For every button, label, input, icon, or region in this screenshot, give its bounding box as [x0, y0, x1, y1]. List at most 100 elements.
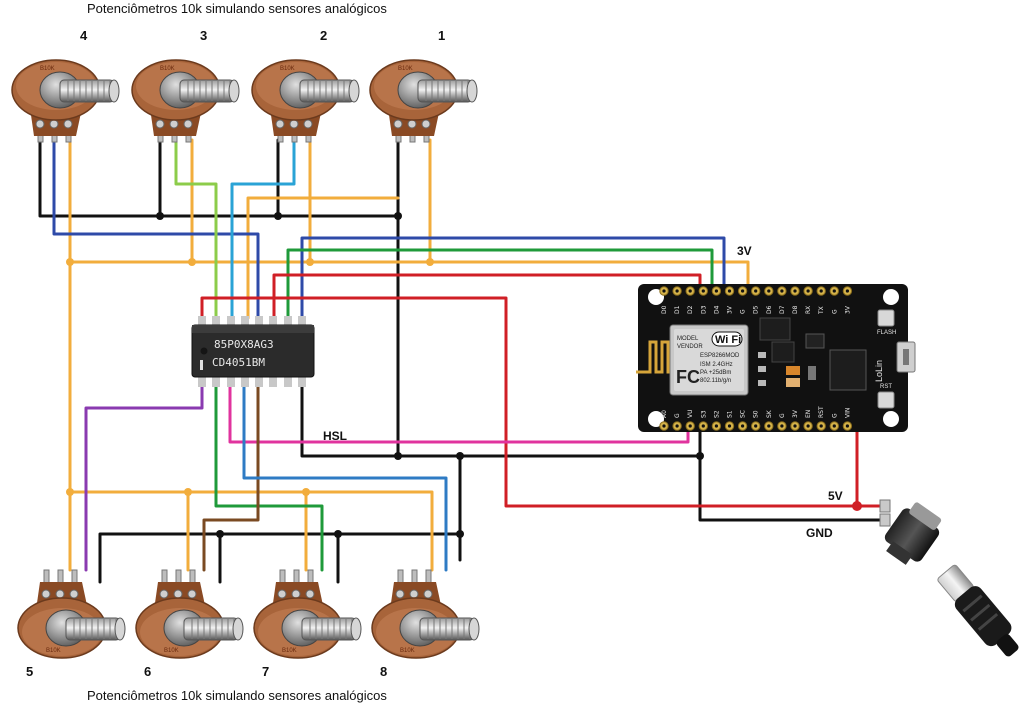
wire-brown-pot6 — [202, 382, 260, 572]
pin-label: S0 — [753, 410, 760, 418]
pin-hole — [819, 289, 823, 293]
chip-pin — [269, 376, 277, 387]
pin-label: SK — [766, 409, 773, 418]
regulator — [805, 333, 825, 349]
pin-hole — [780, 424, 784, 428]
chip-pin — [241, 316, 249, 327]
junction-dot — [184, 488, 192, 496]
label-5v: 5V — [828, 489, 843, 503]
pot-number: 1 — [438, 28, 445, 43]
flash-button[interactable] — [877, 309, 895, 327]
component-chip — [771, 341, 795, 363]
pin-hole — [845, 289, 850, 293]
usb-slot — [903, 349, 909, 365]
junction-dot — [216, 530, 224, 538]
wire-purple-pot5 — [84, 382, 204, 572]
pin-hole — [767, 289, 771, 293]
junction-dot — [274, 212, 282, 220]
pot-lug — [169, 119, 179, 129]
label-3v: 3V — [737, 244, 752, 258]
junction-dot — [456, 530, 464, 538]
capacitor — [786, 366, 800, 375]
pin-label: G — [779, 413, 786, 418]
mux-top-highlight — [192, 325, 314, 333]
pot-lug — [183, 119, 193, 129]
pot-shaft-end — [466, 79, 478, 103]
pin-hole — [793, 424, 797, 428]
rst-button[interactable] — [877, 391, 895, 409]
flash-label: FLASH — [877, 330, 896, 336]
wire-green-pot7 — [214, 382, 324, 572]
pin-label: A0 — [661, 410, 668, 418]
pot-lug — [305, 589, 315, 599]
pin-label: S1 — [727, 410, 734, 418]
wifi-logo — [711, 331, 743, 347]
module-text-1: VENDOR — [677, 344, 703, 350]
pin-label: 3V — [727, 305, 734, 314]
junction-dot — [66, 488, 74, 496]
pin-label: D6 — [766, 305, 773, 314]
pin-label: VIN — [844, 408, 851, 418]
chip-pin — [284, 376, 292, 387]
pin-hole — [793, 289, 797, 293]
mux-pin1-mark — [200, 360, 203, 370]
pot-lug — [173, 589, 183, 599]
jack-pin-gnd — [879, 513, 891, 527]
pot-marking: B10K — [46, 648, 61, 654]
pot-number: 6 — [144, 664, 151, 679]
pot-number: 5 — [26, 664, 33, 679]
wire-cyan-pot2 — [230, 138, 296, 320]
pin-label: G — [740, 309, 747, 314]
wire-3v-rail — [68, 260, 750, 292]
pot-lug — [423, 589, 433, 599]
mux-bottom-pins — [198, 376, 306, 387]
pin-hole — [806, 289, 810, 293]
junction-dot — [394, 212, 402, 220]
mount-hole — [883, 411, 899, 427]
component-small — [758, 366, 766, 372]
junction-dot — [456, 452, 464, 460]
wire-blue-pot8 — [242, 382, 448, 572]
pin-label: D0 — [661, 305, 668, 314]
junction-dot — [156, 212, 164, 220]
pin-hole — [701, 424, 705, 428]
pot-lug — [393, 119, 403, 129]
pin-hole — [832, 289, 836, 293]
pot-lug — [277, 589, 287, 599]
pot-number: 8 — [380, 664, 387, 679]
pin-hole — [767, 424, 771, 428]
jack-pin-5v — [879, 499, 891, 513]
jack-nut — [909, 502, 942, 530]
wire-gnd-top-bus — [38, 138, 400, 218]
pin-label: D3 — [700, 305, 707, 314]
pot-lug — [69, 589, 79, 599]
pot-lug — [41, 589, 51, 599]
caption-top: Potenciômetros 10k simulando sensores an… — [87, 1, 387, 16]
junction-dot — [426, 258, 434, 266]
pot-marking: B10K — [280, 66, 295, 72]
pin-hole — [832, 424, 836, 428]
pin-hole — [845, 424, 850, 428]
pot-lug — [407, 119, 417, 129]
pin-hole — [688, 424, 692, 428]
wire-3v-mux — [246, 196, 400, 320]
module-text-0: MODEL — [677, 336, 699, 342]
junction-dot — [394, 452, 402, 460]
pin-label: D8 — [792, 305, 799, 314]
junction-dot — [334, 530, 342, 538]
pin-label: D1 — [674, 305, 681, 314]
chip-pin — [255, 376, 263, 387]
pot-shaft-end — [108, 79, 120, 103]
dc-power-jack — [879, 499, 942, 565]
pot-shaft-end — [350, 617, 362, 641]
junction-dots — [66, 212, 862, 538]
module-text-2: ESP8266MOD — [700, 353, 740, 359]
wire-gnd-mux — [300, 382, 702, 458]
pin-label: D2 — [687, 305, 694, 314]
junction-dot — [306, 258, 314, 266]
